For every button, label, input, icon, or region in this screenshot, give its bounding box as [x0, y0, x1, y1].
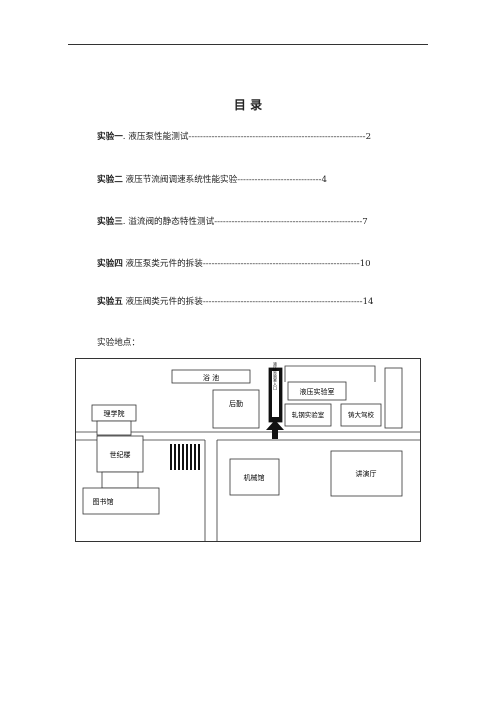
building-label: 讲演厅	[356, 469, 377, 478]
toc-label: 实验二	[97, 175, 123, 185]
building-label: 机械馆	[244, 473, 265, 482]
building-jixie	[229, 458, 280, 496]
campus-map: 浴 池 后勤 液压实验室入口 液压实验室 轧钢实验室 铸大驾校 理学院 世纪楼 …	[75, 358, 421, 542]
toc-entry-2[interactable]: 实验二 液压节流阀调速系统性能实验-----------------------…	[97, 173, 431, 187]
building-label: 液压实验室	[300, 387, 335, 396]
building-tushu	[82, 487, 160, 515]
toc-label: 实验一	[97, 132, 123, 142]
toc-leader: ----------------------------------------…	[202, 297, 363, 307]
toc-name: . 溢流阀的静态特性测试	[122, 217, 215, 227]
toc-page: 4	[321, 175, 327, 185]
page-title: 目 录	[233, 98, 263, 112]
building-label: 图书馆	[93, 497, 114, 506]
toc-page: 7	[362, 217, 368, 227]
toc-leader: ----------------------------------------…	[214, 217, 363, 227]
building-zhagang	[284, 403, 332, 427]
entrance-arrow-icon	[266, 420, 284, 430]
building-houqin	[212, 389, 260, 429]
toc-leader: ----------------------------------------…	[202, 259, 360, 269]
toc-name: 液压节流阀调速系统性能实验	[122, 175, 238, 185]
building-label: 轧钢实验室	[292, 410, 325, 419]
building-yuchi	[171, 369, 251, 384]
toc-name: 液压阀类元件的拆装	[122, 297, 203, 307]
toc-label: 实验四	[97, 259, 123, 269]
toc-leader: -----------------------------	[237, 175, 322, 185]
building-shiji	[96, 435, 144, 473]
building-label: 世纪楼	[110, 450, 131, 459]
arrow-shaft	[272, 428, 278, 439]
building-yeya	[287, 381, 347, 401]
toc-name: . 液压泵性能测试	[122, 132, 189, 142]
toc-entry-5[interactable]: 实验五 液压阀类元件的拆装---------------------------…	[97, 295, 431, 309]
building-label: 铸大驾校	[348, 410, 375, 419]
building-lixue-annex	[96, 420, 132, 436]
toc-name: 液压泵类元件的拆装	[122, 259, 203, 269]
toc-page: 2	[365, 132, 372, 142]
toc-label: 实验五	[97, 297, 123, 307]
tower-stripe	[272, 371, 279, 417]
toc-page: 14	[362, 297, 374, 307]
crosswalk-stripes	[170, 444, 200, 470]
toc-page: 10	[359, 259, 371, 269]
building-outline	[284, 365, 376, 382]
building-shiji-annex	[101, 471, 139, 489]
toc-entry-1[interactable]: 实验一. 液压泵性能测试----------------------------…	[97, 130, 431, 144]
header-rule	[68, 44, 428, 45]
building-label: 后勤	[229, 399, 243, 408]
toc-label: 实验三	[97, 217, 123, 227]
building-label: 理学院	[104, 409, 125, 418]
building-jiangyan	[330, 450, 403, 497]
building-label: 浴 池	[203, 373, 219, 382]
toc-entry-4[interactable]: 实验四 液压泵类元件的拆装---------------------------…	[97, 257, 431, 271]
toc-entry-3[interactable]: 实验三. 溢流阀的静态特性测试-------------------------…	[97, 215, 431, 229]
tower-label: 液压实验室入口	[273, 361, 278, 391]
building-right	[384, 367, 403, 429]
toc-leader: ----------------------------------------…	[188, 132, 366, 142]
building-zhuda	[340, 403, 382, 427]
location-label: 实验地点：	[97, 338, 140, 348]
